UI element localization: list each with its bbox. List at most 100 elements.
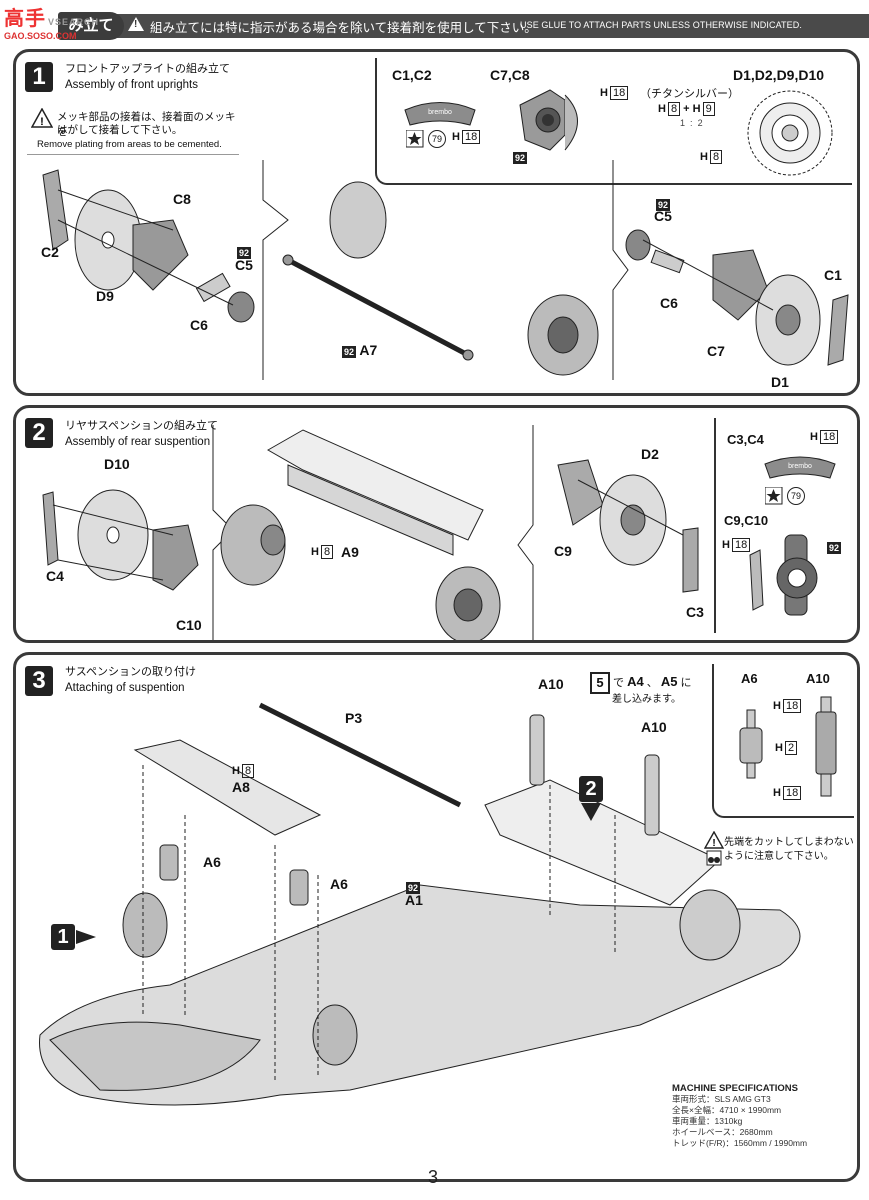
label-a10-inset: A10: [806, 671, 830, 686]
step3-number: 3: [25, 666, 53, 696]
logo-main-text: 高手: [4, 8, 46, 30]
label-d-group: D1,D2,D9,D10: [733, 67, 825, 83]
warning-icon: !: [128, 17, 144, 36]
step2-title-en: Assembly of rear suspention: [65, 436, 211, 448]
step5-instruction: で A4 、 A5 に: [613, 674, 692, 690]
caliper-c1c2-drawing: brembo: [404, 102, 476, 126]
paint-92-badge-c5: 92: [237, 247, 252, 259]
step2-ref-num: 2: [579, 776, 603, 802]
machine-specs: MACHINE SPECIFICATIONS 車両形式：SLS AMG GT3 …: [672, 1083, 852, 1149]
step1-assembly-drawing: [42, 160, 849, 380]
h18-box: 18: [461, 130, 481, 144]
step2-inset-divider: [714, 418, 716, 633]
caution-en: Remove plating from areas to be cemented…: [37, 139, 222, 150]
step2-ref-arrow: 2: [577, 776, 607, 824]
header-tab: み立て: [58, 12, 124, 40]
label-c2: C2: [41, 244, 59, 260]
h18-box: 18: [782, 699, 802, 713]
label-c6-right: C6: [660, 295, 678, 311]
brand-text-1: brembo: [428, 109, 452, 116]
plus-sign: +: [683, 103, 690, 115]
brand-text-2: brembo: [788, 463, 812, 470]
h8-box: 8: [320, 545, 334, 559]
label-d9: D9: [96, 288, 114, 304]
specs-heading: MACHINE SPECIFICATIONS: [672, 1083, 798, 1094]
spec-line: 車両形式：SLS AMG GT3: [672, 1094, 771, 1104]
label-c10: C10: [176, 617, 202, 633]
label-p3: P3: [345, 710, 363, 726]
label-d2: D2: [641, 446, 659, 462]
caution-jp-1: メッキ部品の接着は、接着面のメッキを: [57, 111, 236, 138]
label-a6-right: A6: [330, 876, 348, 892]
label-c7c8: C7,C8: [490, 67, 530, 83]
h8-box: 8: [241, 764, 255, 778]
label-a10-top: A10: [538, 676, 564, 692]
h-label: H: [658, 103, 666, 115]
h8-box: 8: [667, 102, 681, 116]
header-bar: [105, 14, 869, 38]
label-a6-left: A6: [203, 854, 221, 870]
step3-inset: [712, 664, 854, 818]
label-c1: C1: [824, 267, 842, 283]
label-c6-left: C6: [190, 317, 208, 333]
label-c9: C9: [554, 543, 572, 559]
brake-disc-drawing: [747, 90, 833, 176]
step5-comma: 、: [646, 677, 658, 689]
h-label: H: [452, 131, 460, 143]
label-c1c2: C1,C2: [392, 67, 432, 83]
h-label: H: [692, 103, 701, 115]
logo-small-text: GAO.SOSO.COM: [4, 31, 77, 41]
h-label: H: [773, 787, 781, 799]
upright-c7c8-drawing: [519, 89, 578, 151]
step2-title-jp: リヤサスペンションの組み立て: [65, 420, 219, 432]
step2-number: 2: [25, 418, 53, 448]
h2-box: 2: [784, 741, 798, 755]
label-c5-left: C5: [235, 257, 253, 273]
paint-92-badge-a1: 92: [406, 882, 421, 894]
h18-box: 18: [609, 86, 629, 100]
h-label: H: [810, 431, 818, 443]
label-c3c4: C3,C4: [727, 432, 764, 447]
paint-92-badge-c9: 92: [827, 542, 842, 554]
star-icon: [765, 487, 783, 505]
ratio-2: 2: [697, 118, 703, 128]
step1-number: 1: [25, 62, 53, 92]
label-c9c10: C9,C10: [724, 513, 769, 528]
cut-caution-2: ように注意して下さい。: [724, 851, 834, 862]
spec-line: ホイールベース：2680mm: [672, 1127, 773, 1137]
label-c7: C7: [707, 343, 725, 359]
ratio-1: 1: [680, 118, 686, 128]
label-a7: 92 A7: [342, 342, 377, 358]
label-a8: A8: [232, 779, 250, 795]
titanium-silver: （チタンシルバー）: [640, 88, 739, 100]
step5-ref-box: 5: [590, 672, 610, 694]
header-tab-label: み立て: [68, 17, 114, 34]
step3-assembly-drawing: [39, 702, 801, 1106]
arrow-down-icon: [581, 803, 601, 821]
h-label: H: [600, 87, 608, 99]
step1-ref-arrow: 1: [51, 924, 111, 952]
label-c4: C4: [46, 568, 64, 584]
h8-box: 8: [709, 150, 723, 164]
cut-tool-icon: [706, 850, 722, 866]
h-label: H: [232, 765, 240, 777]
label-a1: A1: [405, 892, 423, 908]
label-d1: D1: [771, 374, 789, 390]
label-c3: C3: [686, 604, 704, 620]
cut-caution-1: 先端をカットしてしまわない: [724, 837, 854, 848]
step5-insert-text: 差し込みます。: [612, 694, 681, 705]
paint-92-badge: 92: [513, 152, 528, 164]
step3-title-jp: サスペンションの取り付け: [65, 666, 197, 678]
h18-box: 18: [819, 430, 839, 444]
step1-title-jp: フロントアップライトの組み立て: [65, 63, 230, 75]
step5-de: で: [613, 677, 624, 689]
h18-box: 18: [731, 538, 751, 552]
caution-icon: !: [704, 831, 724, 849]
ratio-colon: :: [690, 118, 693, 128]
